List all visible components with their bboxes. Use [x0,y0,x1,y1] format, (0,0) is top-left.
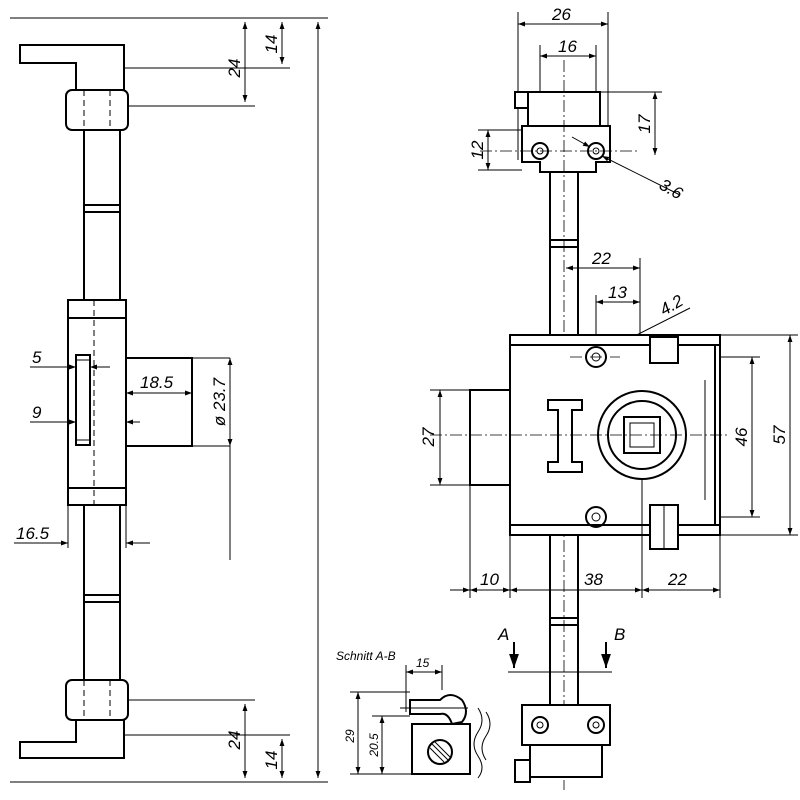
upper-rod [83,130,121,300]
dim-top-14: 14 [262,35,281,54]
dim-22-top: 22 [591,249,611,268]
dim-12: 12 [468,140,487,159]
lower-rod [83,505,121,680]
section-label-a: A [497,625,509,644]
left-side-view: 24 14 24 14 5 9 18.5 ø 23.7 16.5 [10,17,328,783]
dim-46: 46 [732,427,751,446]
dim-18-5: 18.5 [140,373,174,392]
lock-case-side [67,299,230,506]
top-hook [19,44,129,131]
dim-4-2: 4.2 [657,291,687,320]
dim-section-20-5: 20.5 [367,733,381,758]
dim-26: 26 [551,5,571,24]
dim-27: 27 [419,427,438,447]
section-label-b: B [614,625,625,644]
dim-top-24: 24 [225,59,244,79]
section-title: Schnitt A-B [336,649,396,663]
bottom-hook [19,679,129,759]
dim-38: 38 [584,570,603,589]
lower-rod-front [549,535,579,705]
dim-5: 5 [32,348,42,367]
dim-bottom-24: 24 [225,731,244,751]
dim-section-15: 15 [416,656,430,670]
dim-13: 13 [608,283,627,302]
section-ab-view: Schnitt A-B 15 29 20.5 [336,649,491,779]
dim-16: 16 [558,37,577,56]
dim-section-29: 29 [343,729,357,744]
dim-17: 17 [635,114,654,133]
dim-22-bottom: 22 [667,570,687,589]
dim-3-6: 3.6 [656,175,686,204]
dim-16-5: 16.5 [16,524,50,543]
dim-57: 57 [770,425,789,444]
dim-10: 10 [480,570,499,589]
dim-9: 9 [32,403,42,422]
bottom-guide [514,704,611,783]
lock-body-front [430,334,730,550]
right-front-view: 26 16 17 12 3.6 [419,5,798,790]
dim-bottom-14: 14 [262,751,281,770]
dim-dia-23-7: ø 23.7 [210,377,229,426]
